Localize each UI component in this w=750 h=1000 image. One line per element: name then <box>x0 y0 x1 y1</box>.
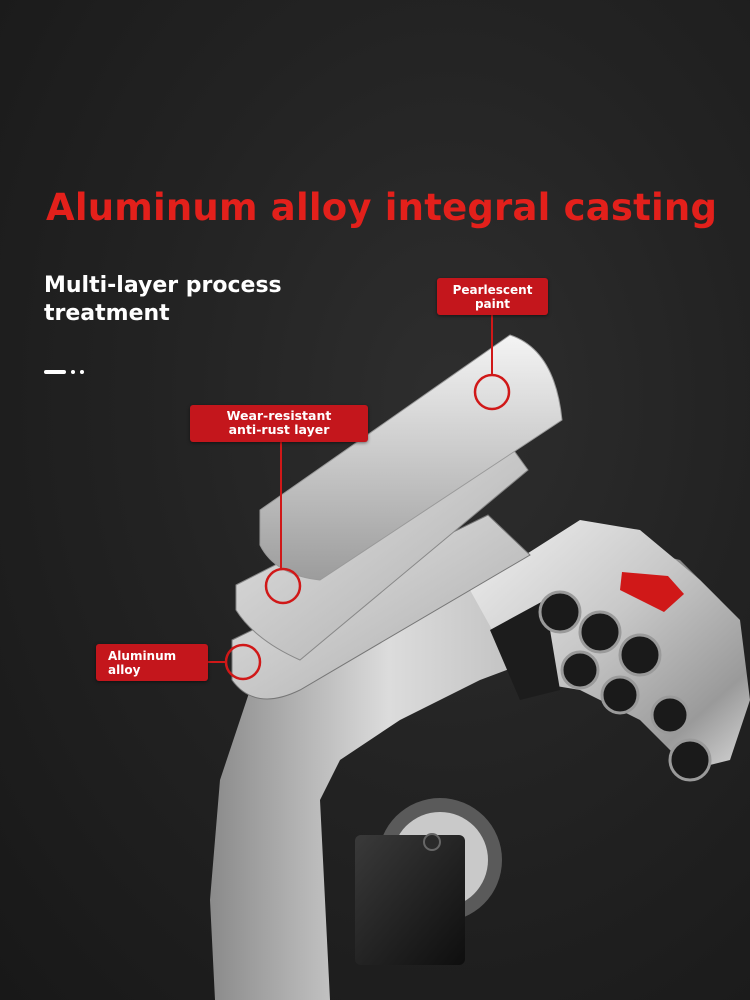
subheading: Multi-layer process treatment <box>44 272 282 328</box>
subheading-line-1: Multi-layer process <box>44 273 282 298</box>
subheading-line-2: treatment <box>44 301 170 326</box>
callout-line-2: alloy <box>108 663 141 677</box>
callout-line-2: anti-rust layer <box>228 422 330 437</box>
decorative-dot <box>80 370 84 374</box>
callout-wear-resistant-layer: Wear-resistant anti-rust layer <box>190 405 368 442</box>
layer-wear-resistant <box>235 444 529 661</box>
headline: Aluminum alloy integral casting <box>46 186 718 229</box>
callout-line-1: Pearlescent <box>452 283 533 297</box>
jaw-slot <box>490 600 560 700</box>
callout-line-1: Wear-resistant <box>226 408 332 423</box>
callout-aluminum-alloy: Aluminum alloy <box>96 644 208 681</box>
ring-marker-paint <box>473 373 511 411</box>
ring-marker-alloy <box>224 643 262 681</box>
decorative-dot <box>71 370 75 374</box>
roller <box>355 798 502 965</box>
callout-pearlescent-paint: Pearlescent paint <box>437 278 548 315</box>
ring-marker-wear <box>264 567 302 605</box>
callout-line-2: paint <box>474 297 511 311</box>
decorative-dash <box>44 370 66 374</box>
gear-teeth <box>538 590 712 782</box>
callout-line-1: Aluminum <box>108 649 177 663</box>
layer-pearlescent-paint <box>259 334 563 581</box>
red-button <box>620 572 684 612</box>
